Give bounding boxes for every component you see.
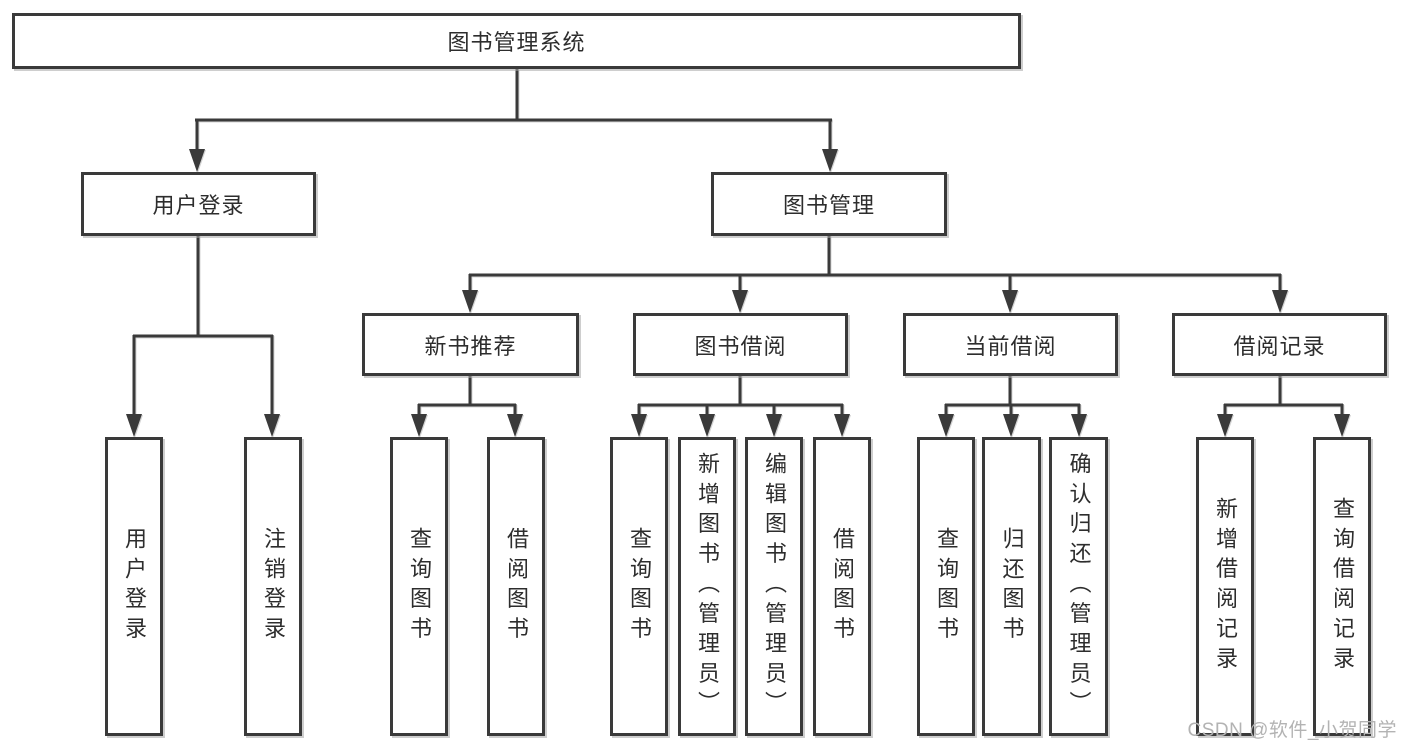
leaf-borrow-borrow-book-label: 借阅图书 xyxy=(830,526,855,647)
leaf-current-return-book-label: 归还图书 xyxy=(999,526,1025,647)
arrowhead xyxy=(1071,414,1087,437)
arrowhead xyxy=(411,414,427,437)
node-book-management-label: 图书管理 xyxy=(782,193,875,218)
node-current-borrow-label: 当前借阅 xyxy=(964,333,1057,359)
leaf-logout-label: 注销登录 xyxy=(261,526,286,647)
leaf-records-add-record-label: 新增借阅记录 xyxy=(1213,496,1238,677)
arrowhead xyxy=(834,414,850,437)
arrowhead xyxy=(1217,414,1233,437)
leaf-recommend-query-book: 查询图书 xyxy=(390,437,448,736)
node-current-borrow: 当前借阅 xyxy=(903,313,1118,376)
arrowhead xyxy=(1334,414,1350,437)
csdn-watermark: CSDN @软件_小贺同学 xyxy=(1187,720,1397,741)
leaf-user-login: 用户登录 xyxy=(105,437,163,736)
arrowhead xyxy=(507,414,523,437)
leaf-borrow-edit-book: 编辑图书（管理员） xyxy=(745,437,803,736)
leaf-current-return-book: 归还图书 xyxy=(982,437,1041,736)
leaf-current-query-book: 查询图书 xyxy=(917,437,975,736)
node-borrow-records: 借阅记录 xyxy=(1172,313,1387,376)
leaf-current-confirm-return-label: 确认归还（管理员） xyxy=(1066,451,1092,722)
leaf-records-add-record: 新增借阅记录 xyxy=(1196,437,1254,736)
arrowhead xyxy=(462,290,478,313)
arrowhead xyxy=(766,414,782,437)
arrowhead xyxy=(732,290,748,313)
node-user-login: 用户登录 xyxy=(81,172,316,236)
node-root-system: 图书管理系统 xyxy=(12,13,1021,69)
leaf-logout: 注销登录 xyxy=(244,437,302,736)
arrowhead xyxy=(822,149,838,172)
leaf-recommend-query-book-label: 查询图书 xyxy=(407,526,432,647)
leaf-user-login-label: 用户登录 xyxy=(122,526,147,647)
node-book-borrow: 图书借阅 xyxy=(633,313,848,376)
leaf-borrow-borrow-book: 借阅图书 xyxy=(813,437,871,736)
leaf-borrow-query-book-label: 查询图书 xyxy=(627,526,652,647)
arrowhead xyxy=(1002,290,1018,313)
leaf-borrow-add-book-label: 新增图书（管理员） xyxy=(695,451,720,722)
arrowhead xyxy=(264,414,280,437)
arrowhead xyxy=(1272,290,1288,313)
node-root-system-label: 图书管理系统 xyxy=(447,30,586,55)
node-book-borrow-label: 图书借阅 xyxy=(694,333,787,359)
arrowhead xyxy=(189,149,205,172)
arrowhead xyxy=(631,414,647,437)
arrowhead xyxy=(699,414,715,437)
node-new-book-recommend-label: 新书推荐 xyxy=(424,333,517,359)
leaf-borrow-add-book: 新增图书（管理员） xyxy=(678,437,736,736)
arrowhead xyxy=(938,414,954,437)
leaf-records-query-record-label: 查询借阅记录 xyxy=(1330,496,1355,677)
leaf-current-query-book-label: 查询图书 xyxy=(934,526,959,647)
arrowhead xyxy=(126,414,142,437)
node-book-management: 图书管理 xyxy=(711,172,947,236)
leaf-current-confirm-return: 确认归还（管理员） xyxy=(1049,437,1108,736)
leaf-records-query-record: 查询借阅记录 xyxy=(1313,437,1371,736)
node-borrow-records-label: 借阅记录 xyxy=(1233,333,1326,359)
node-new-book-recommend: 新书推荐 xyxy=(362,313,579,376)
leaf-borrow-query-book: 查询图书 xyxy=(610,437,668,736)
leaf-borrow-edit-book-label: 编辑图书（管理员） xyxy=(762,451,787,722)
leaf-recommend-borrow-book: 借阅图书 xyxy=(487,437,545,736)
leaf-recommend-borrow-book-label: 借阅图书 xyxy=(504,526,529,647)
arrowhead xyxy=(1003,414,1019,437)
node-user-login-label: 用户登录 xyxy=(152,193,245,218)
